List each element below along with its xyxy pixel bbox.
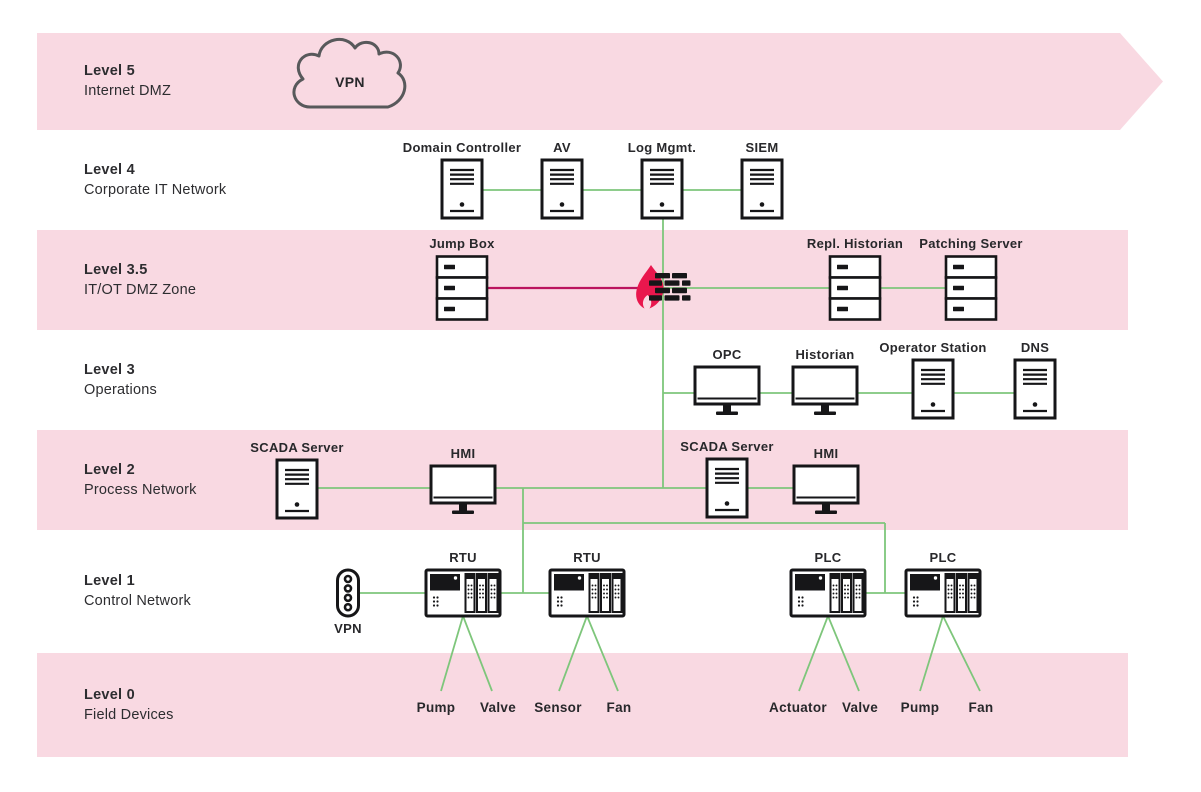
hmi-right-label: HMI	[813, 446, 839, 461]
band-level-35-title: Level 3.5	[84, 261, 148, 278]
band-level-2-title: Level 2	[84, 461, 135, 478]
connection-line-green	[440, 615, 464, 692]
rtu-1-icon	[424, 568, 502, 618]
historian-icon	[791, 365, 859, 415]
band-level-1-labels: Level 1 Control Network	[84, 573, 191, 609]
band-level-3-title: Level 3	[84, 361, 135, 378]
hmi-left-icon	[429, 464, 497, 514]
connection-line-green	[798, 615, 829, 692]
domain-controller-label: Domain Controller	[402, 140, 522, 155]
field-device-label: Valve	[479, 700, 517, 715]
band-level-2-subtitle: Process Network	[84, 481, 197, 498]
connection-line-green	[558, 615, 588, 692]
plc-2-label: PLC	[929, 550, 957, 565]
siem-label: SIEM	[745, 140, 779, 155]
band-level-4: Level 4 Corporate IT Network	[37, 130, 1128, 230]
rtu-2-label: RTU	[573, 550, 601, 565]
plc-1-icon	[789, 568, 867, 618]
band-level-3: Level 3 Operations	[37, 330, 1128, 430]
band-level-4-labels: Level 4 Corporate IT Network	[84, 162, 226, 198]
domain-controller-icon	[440, 158, 484, 220]
band-level-5-subtitle: Internet DMZ	[84, 83, 172, 99]
rtu-1-label: RTU	[449, 550, 477, 565]
av-server-icon	[540, 158, 584, 220]
band-level-0: Level 0 Field Devices	[37, 653, 1128, 757]
plc-2-icon	[904, 568, 982, 618]
patching-server-icon	[944, 255, 998, 321]
opc-icon	[693, 365, 761, 415]
scada-server-right-icon	[705, 457, 749, 519]
hmi-right-icon	[792, 464, 860, 514]
log-mgmt-label: Log Mgmt.	[627, 140, 697, 155]
connection-line-green	[919, 615, 944, 692]
rtu-2-icon	[548, 568, 626, 618]
av-server-label: AV	[553, 140, 571, 155]
band-level-4-subtitle: Corporate IT Network	[84, 181, 227, 198]
vpn-cloud-label: VPN	[335, 74, 365, 90]
opc-label: OPC	[712, 347, 742, 362]
scada-server-right-label: SCADA Server	[680, 439, 774, 454]
band-level-1-title: Level 1	[84, 573, 135, 590]
dns-icon	[1013, 358, 1057, 420]
connection-line-green	[942, 615, 981, 692]
connection-line-green	[462, 615, 493, 692]
patching-server-label: Patching Server	[919, 235, 1023, 251]
connection-line-green	[586, 615, 619, 692]
jump-box-icon	[435, 255, 489, 321]
band-level-5-title: Level 5	[84, 63, 135, 80]
scada-server-left-icon	[275, 458, 319, 520]
firewall-icon	[636, 265, 691, 309]
siem-icon	[740, 158, 784, 220]
field-device-label: Pump	[416, 700, 456, 715]
dns-label: DNS	[1020, 340, 1050, 355]
plc-1-label: PLC	[814, 550, 842, 565]
scada-server-left-label: SCADA Server	[250, 440, 344, 455]
band-level-5: Level 5 Internet DMZ	[37, 33, 1163, 130]
hmi-left-label: HMI	[450, 446, 476, 461]
field-device-label: Fan	[968, 700, 994, 715]
field-device-label: Sensor	[534, 700, 582, 715]
band-level-3-labels: Level 3 Operations	[84, 362, 157, 398]
band-level-0-subtitle: Field Devices	[84, 706, 174, 723]
historian-label: Historian	[795, 347, 855, 362]
field-device-label: Pump	[900, 700, 940, 715]
band-level-0-labels: Level 0 Field Devices	[84, 687, 174, 723]
repl-historian-label: Repl. Historian	[806, 235, 904, 251]
field-device-label: Fan	[606, 700, 632, 715]
band-level-35-subtitle: IT/OT DMZ Zone	[84, 281, 197, 298]
repl-historian-icon	[828, 255, 882, 321]
log-mgmt-icon	[640, 158, 684, 220]
connection-line-green	[827, 615, 860, 692]
band-level-1: Level 1 Control Network	[37, 530, 1128, 653]
band-level-1-subtitle: Control Network	[84, 593, 191, 609]
band-level-4-title: Level 4	[84, 161, 135, 178]
band-level-2-labels: Level 2 Process Network	[84, 462, 197, 498]
band-level-2: Level 2 Process Network	[37, 430, 1128, 530]
operator-station-label: Operator Station	[879, 340, 987, 355]
vpn-cloud-icon	[292, 37, 407, 109]
band-level-0-title: Level 0	[84, 686, 135, 703]
band-level-5-labels: Level 5 Internet DMZ	[84, 63, 171, 99]
vpn-connector-icon	[336, 568, 360, 618]
operator-station-icon	[911, 358, 955, 420]
vpn-connector-label: VPN	[334, 621, 362, 636]
band-level-3-subtitle: Operations	[84, 381, 157, 398]
field-device-label: Actuator	[769, 700, 827, 715]
jump-box-label: Jump Box	[429, 235, 495, 251]
field-device-label: Valve	[841, 700, 879, 715]
